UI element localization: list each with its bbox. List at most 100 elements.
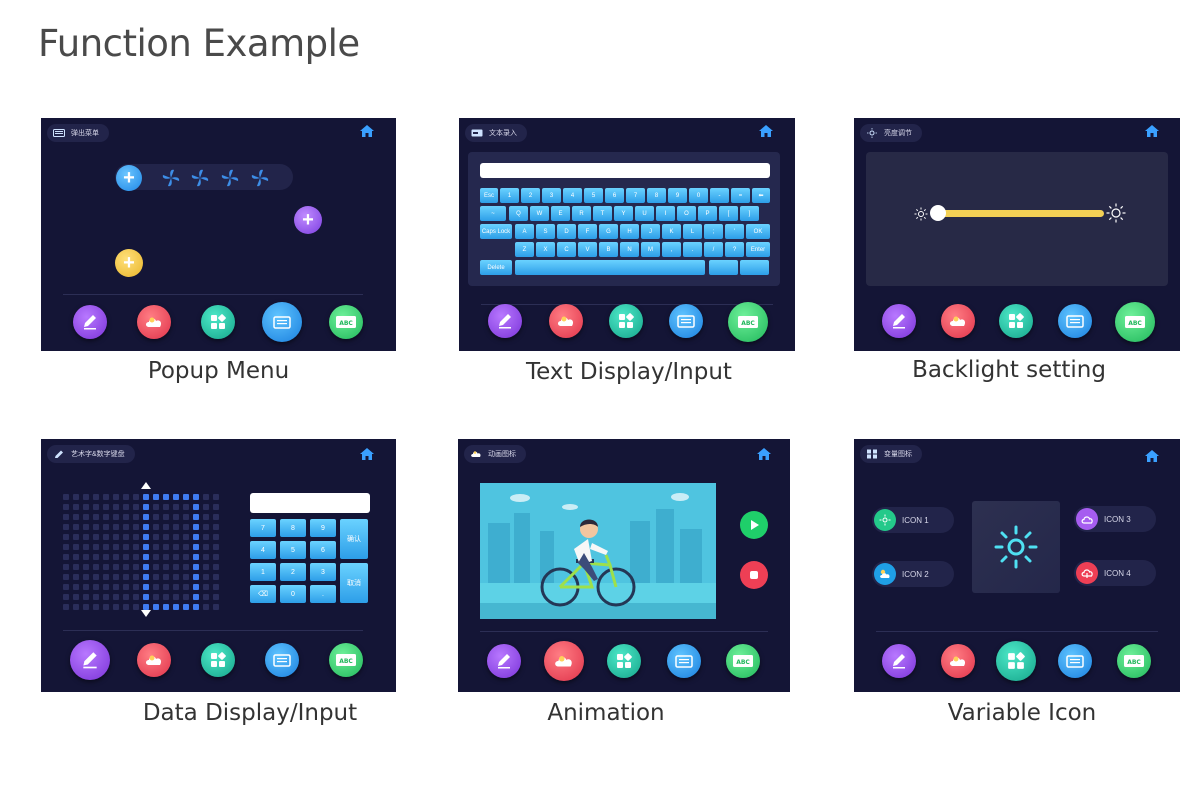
keyboard-key[interactable]: Delete bbox=[480, 260, 512, 275]
home-icon[interactable] bbox=[1144, 449, 1160, 463]
keyboard-key[interactable]: Y bbox=[614, 206, 633, 221]
keyboard-key[interactable]: . bbox=[683, 242, 702, 257]
keyboard-key[interactable]: J bbox=[641, 224, 660, 239]
keyboard-key[interactable]: N bbox=[620, 242, 639, 257]
dock-edit-button[interactable] bbox=[882, 644, 916, 678]
keyboard-key[interactable]: B bbox=[599, 242, 618, 257]
keyboard-key[interactable]: 0 bbox=[689, 188, 708, 203]
dock-edit-button[interactable] bbox=[73, 305, 107, 339]
keyboard-key[interactable]: 9 bbox=[668, 188, 687, 203]
keyboard-key[interactable]: 5 bbox=[584, 188, 603, 203]
keyboard-key[interactable]: S bbox=[536, 224, 555, 239]
keyboard-key[interactable]: ~ bbox=[480, 206, 506, 221]
dock-cards-button[interactable] bbox=[667, 644, 701, 678]
home-icon[interactable] bbox=[1144, 124, 1160, 138]
up-arrow-icon[interactable] bbox=[141, 482, 151, 489]
dock-cards-button[interactable] bbox=[265, 643, 299, 677]
dock-grid-button[interactable] bbox=[996, 641, 1036, 681]
dock-edit-button[interactable] bbox=[70, 640, 110, 680]
keyboard-key[interactable]: Z bbox=[515, 242, 534, 257]
numpad-key[interactable]: 8 bbox=[280, 519, 306, 537]
dock-cloud-button[interactable] bbox=[941, 304, 975, 338]
keyboard-key[interactable]: ' bbox=[725, 224, 744, 239]
home-icon[interactable] bbox=[758, 124, 774, 138]
dock-cloud-button[interactable] bbox=[137, 643, 171, 677]
keyboard-key[interactable]: ] bbox=[740, 206, 759, 221]
numpad-key[interactable]: 6 bbox=[310, 541, 336, 559]
keyboard-key[interactable]: 6 bbox=[605, 188, 624, 203]
keyboard-key[interactable]: Caps Lock bbox=[480, 224, 512, 239]
variable-icon-item-1[interactable]: ICON 1 bbox=[872, 507, 954, 533]
keyboard-key[interactable]: C bbox=[557, 242, 576, 257]
variable-icon-item-4[interactable]: ICON 4 bbox=[1074, 560, 1156, 586]
dock-edit-button[interactable] bbox=[882, 304, 916, 338]
keyboard-key[interactable]: , bbox=[662, 242, 681, 257]
keyboard-key[interactable]: H bbox=[620, 224, 639, 239]
text-input-field[interactable] bbox=[480, 163, 770, 178]
dock-grid-button[interactable] bbox=[999, 304, 1033, 338]
cancel-key[interactable]: 取消 bbox=[340, 563, 368, 603]
keyboard-key[interactable]: A bbox=[515, 224, 534, 239]
numpad-key[interactable]: ⌫ bbox=[250, 585, 276, 603]
keyboard-key[interactable]: E bbox=[551, 206, 570, 221]
keyboard-key[interactable]: Enter bbox=[746, 242, 770, 257]
space-key[interactable] bbox=[515, 260, 705, 275]
keyboard-key[interactable]: = bbox=[731, 188, 750, 203]
dock-cloud-button[interactable] bbox=[549, 304, 583, 338]
dock-abc-button[interactable]: ABC bbox=[728, 302, 768, 342]
dock-grid-button[interactable] bbox=[607, 644, 641, 678]
dock-cards-button[interactable] bbox=[1058, 644, 1092, 678]
keyboard-key[interactable]: V bbox=[578, 242, 597, 257]
arrow-right-key[interactable] bbox=[740, 260, 769, 275]
keyboard-key[interactable]: 3 bbox=[542, 188, 561, 203]
keyboard-key[interactable]: 7 bbox=[626, 188, 645, 203]
keyboard-key[interactable]: 2 bbox=[521, 188, 540, 203]
keyboard-key[interactable]: ; bbox=[704, 224, 723, 239]
blue-plus-button[interactable]: + bbox=[116, 165, 142, 191]
dock-cloud-button[interactable] bbox=[941, 644, 975, 678]
down-arrow-icon[interactable] bbox=[141, 610, 151, 617]
numpad-key[interactable]: 5 bbox=[280, 541, 306, 559]
dock-cards-button[interactable] bbox=[262, 302, 302, 342]
keyboard-key[interactable]: 1 bbox=[500, 188, 519, 203]
home-icon[interactable] bbox=[359, 124, 375, 138]
dock-edit-button[interactable] bbox=[488, 304, 522, 338]
keyboard-key[interactable]: R bbox=[572, 206, 591, 221]
keyboard-key[interactable]: G bbox=[599, 224, 618, 239]
keyboard-key[interactable]: - bbox=[710, 188, 729, 203]
keyboard-key[interactable]: Esc bbox=[480, 188, 498, 203]
dock-grid-button[interactable] bbox=[201, 305, 235, 339]
keyboard-key[interactable]: X bbox=[536, 242, 555, 257]
variable-icon-item-2[interactable]: ICON 2 bbox=[872, 561, 954, 587]
confirm-key[interactable]: 确认 bbox=[340, 519, 368, 559]
keyboard-key[interactable]: / bbox=[704, 242, 723, 257]
dock-abc-button[interactable]: ABC bbox=[329, 305, 363, 339]
keyboard-key[interactable]: F bbox=[578, 224, 597, 239]
numpad-key[interactable]: . bbox=[310, 585, 336, 603]
keyboard-key[interactable]: K bbox=[662, 224, 681, 239]
dock-abc-button[interactable]: ABC bbox=[1117, 644, 1151, 678]
keyboard-key[interactable]: [ bbox=[719, 206, 738, 221]
brightness-slider-handle[interactable] bbox=[930, 205, 946, 221]
home-icon[interactable] bbox=[359, 447, 375, 461]
keyboard-key[interactable]: Q bbox=[509, 206, 528, 221]
keyboard-key[interactable]: O bbox=[677, 206, 696, 221]
keyboard-key[interactable]: L bbox=[683, 224, 702, 239]
numpad-key[interactable]: 4 bbox=[250, 541, 276, 559]
keyboard-key[interactable]: W bbox=[530, 206, 549, 221]
play-button[interactable] bbox=[740, 511, 768, 539]
dock-abc-button[interactable]: ABC bbox=[329, 643, 363, 677]
numpad-key[interactable]: 1 bbox=[250, 563, 276, 581]
numpad-key[interactable]: 3 bbox=[310, 563, 336, 581]
dock-cards-button[interactable] bbox=[669, 304, 703, 338]
arrow-left-key[interactable] bbox=[709, 260, 738, 275]
keyboard-key[interactable]: I bbox=[656, 206, 675, 221]
keyboard-key[interactable]: 4 bbox=[563, 188, 582, 203]
dock-cloud-button[interactable] bbox=[544, 641, 584, 681]
dock-edit-button[interactable] bbox=[487, 644, 521, 678]
keyboard-key[interactable]: ⬅ bbox=[752, 188, 770, 203]
numpad-key[interactable]: 9 bbox=[310, 519, 336, 537]
keyboard-key[interactable]: OK bbox=[746, 224, 770, 239]
numpad-key[interactable]: 7 bbox=[250, 519, 276, 537]
keyboard-key[interactable]: M bbox=[641, 242, 660, 257]
